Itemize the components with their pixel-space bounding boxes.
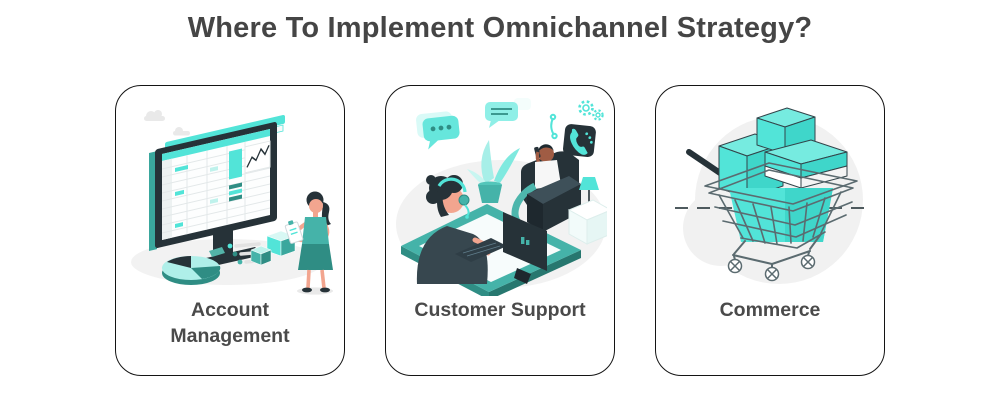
card-label-account-management: Account Management <box>170 299 290 347</box>
support-agent-figure <box>416 175 491 284</box>
customer-support-illustration <box>396 98 607 296</box>
card-label-customer-support: Customer Support <box>414 299 586 321</box>
card-account-management: Account Management <box>115 85 345 376</box>
card-commerce: Commerce <box>655 85 885 376</box>
shopping-cart-icon <box>704 162 858 282</box>
monitor-icon <box>149 115 285 251</box>
account-management-illustration <box>131 110 333 295</box>
line-chart-icon <box>244 140 271 174</box>
card-label-commerce: Commerce <box>719 299 821 321</box>
card-customer-support: Customer Support <box>385 85 615 376</box>
chat-bubble-lines-icon <box>485 98 531 128</box>
page-title: Where To Implement Omnichannel Strategy? <box>187 12 813 44</box>
cloud-icon <box>144 110 190 136</box>
cart-wheel-icon <box>727 254 816 282</box>
pie-chart-icon <box>162 247 225 285</box>
customer-on-armchair-figure <box>504 144 581 237</box>
chat-bubble-dots-icon <box>416 111 460 150</box>
analyst-woman-figure <box>284 191 333 295</box>
spreadsheet-cells <box>175 148 242 228</box>
cards-row: Account Management <box>0 85 1000 376</box>
lamp-side-table-icon <box>567 177 607 245</box>
clipboard-icon <box>284 220 304 244</box>
commerce-illustration <box>675 107 869 284</box>
handset-outline-icon <box>549 113 558 140</box>
phone-badge-icon <box>563 124 596 157</box>
plant-icon <box>467 140 520 203</box>
gear-icon <box>578 100 604 121</box>
computer-icon <box>455 212 547 284</box>
